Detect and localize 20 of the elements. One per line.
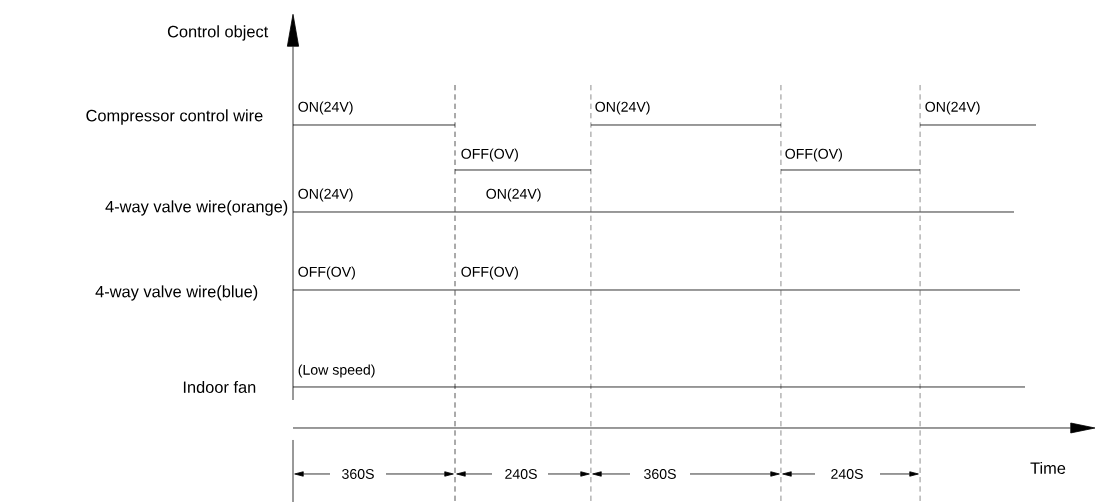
state-label: OFF(OV) xyxy=(298,266,355,280)
state-label: (Low speed) xyxy=(298,364,375,378)
state-label: ON(24V) xyxy=(298,101,353,115)
signal-label: 4-way valve wire(orange) xyxy=(105,200,288,216)
duration-label: 360S xyxy=(644,469,676,479)
signal-label: 4-way valve wire(blue) xyxy=(95,285,258,301)
duration-label: 240S xyxy=(831,469,863,479)
signal-label: Compressor control wire xyxy=(86,109,263,125)
state-label: ON(24V) xyxy=(486,188,541,202)
state-label: ON(24V) xyxy=(925,101,980,115)
axis-label: Time xyxy=(1030,461,1066,474)
state-label: ON(24V) xyxy=(595,101,650,115)
state-label: ON(24V) xyxy=(298,188,353,202)
state-label: OFF(OV) xyxy=(461,266,518,280)
state-label: OFF(OV) xyxy=(461,148,518,162)
duration-label: 360S xyxy=(342,469,374,479)
axis-label: Control object xyxy=(167,25,269,41)
duration-label: 240S xyxy=(505,469,537,479)
state-label: OFF(OV) xyxy=(785,148,842,162)
signal-label: Indoor fan xyxy=(183,380,256,393)
